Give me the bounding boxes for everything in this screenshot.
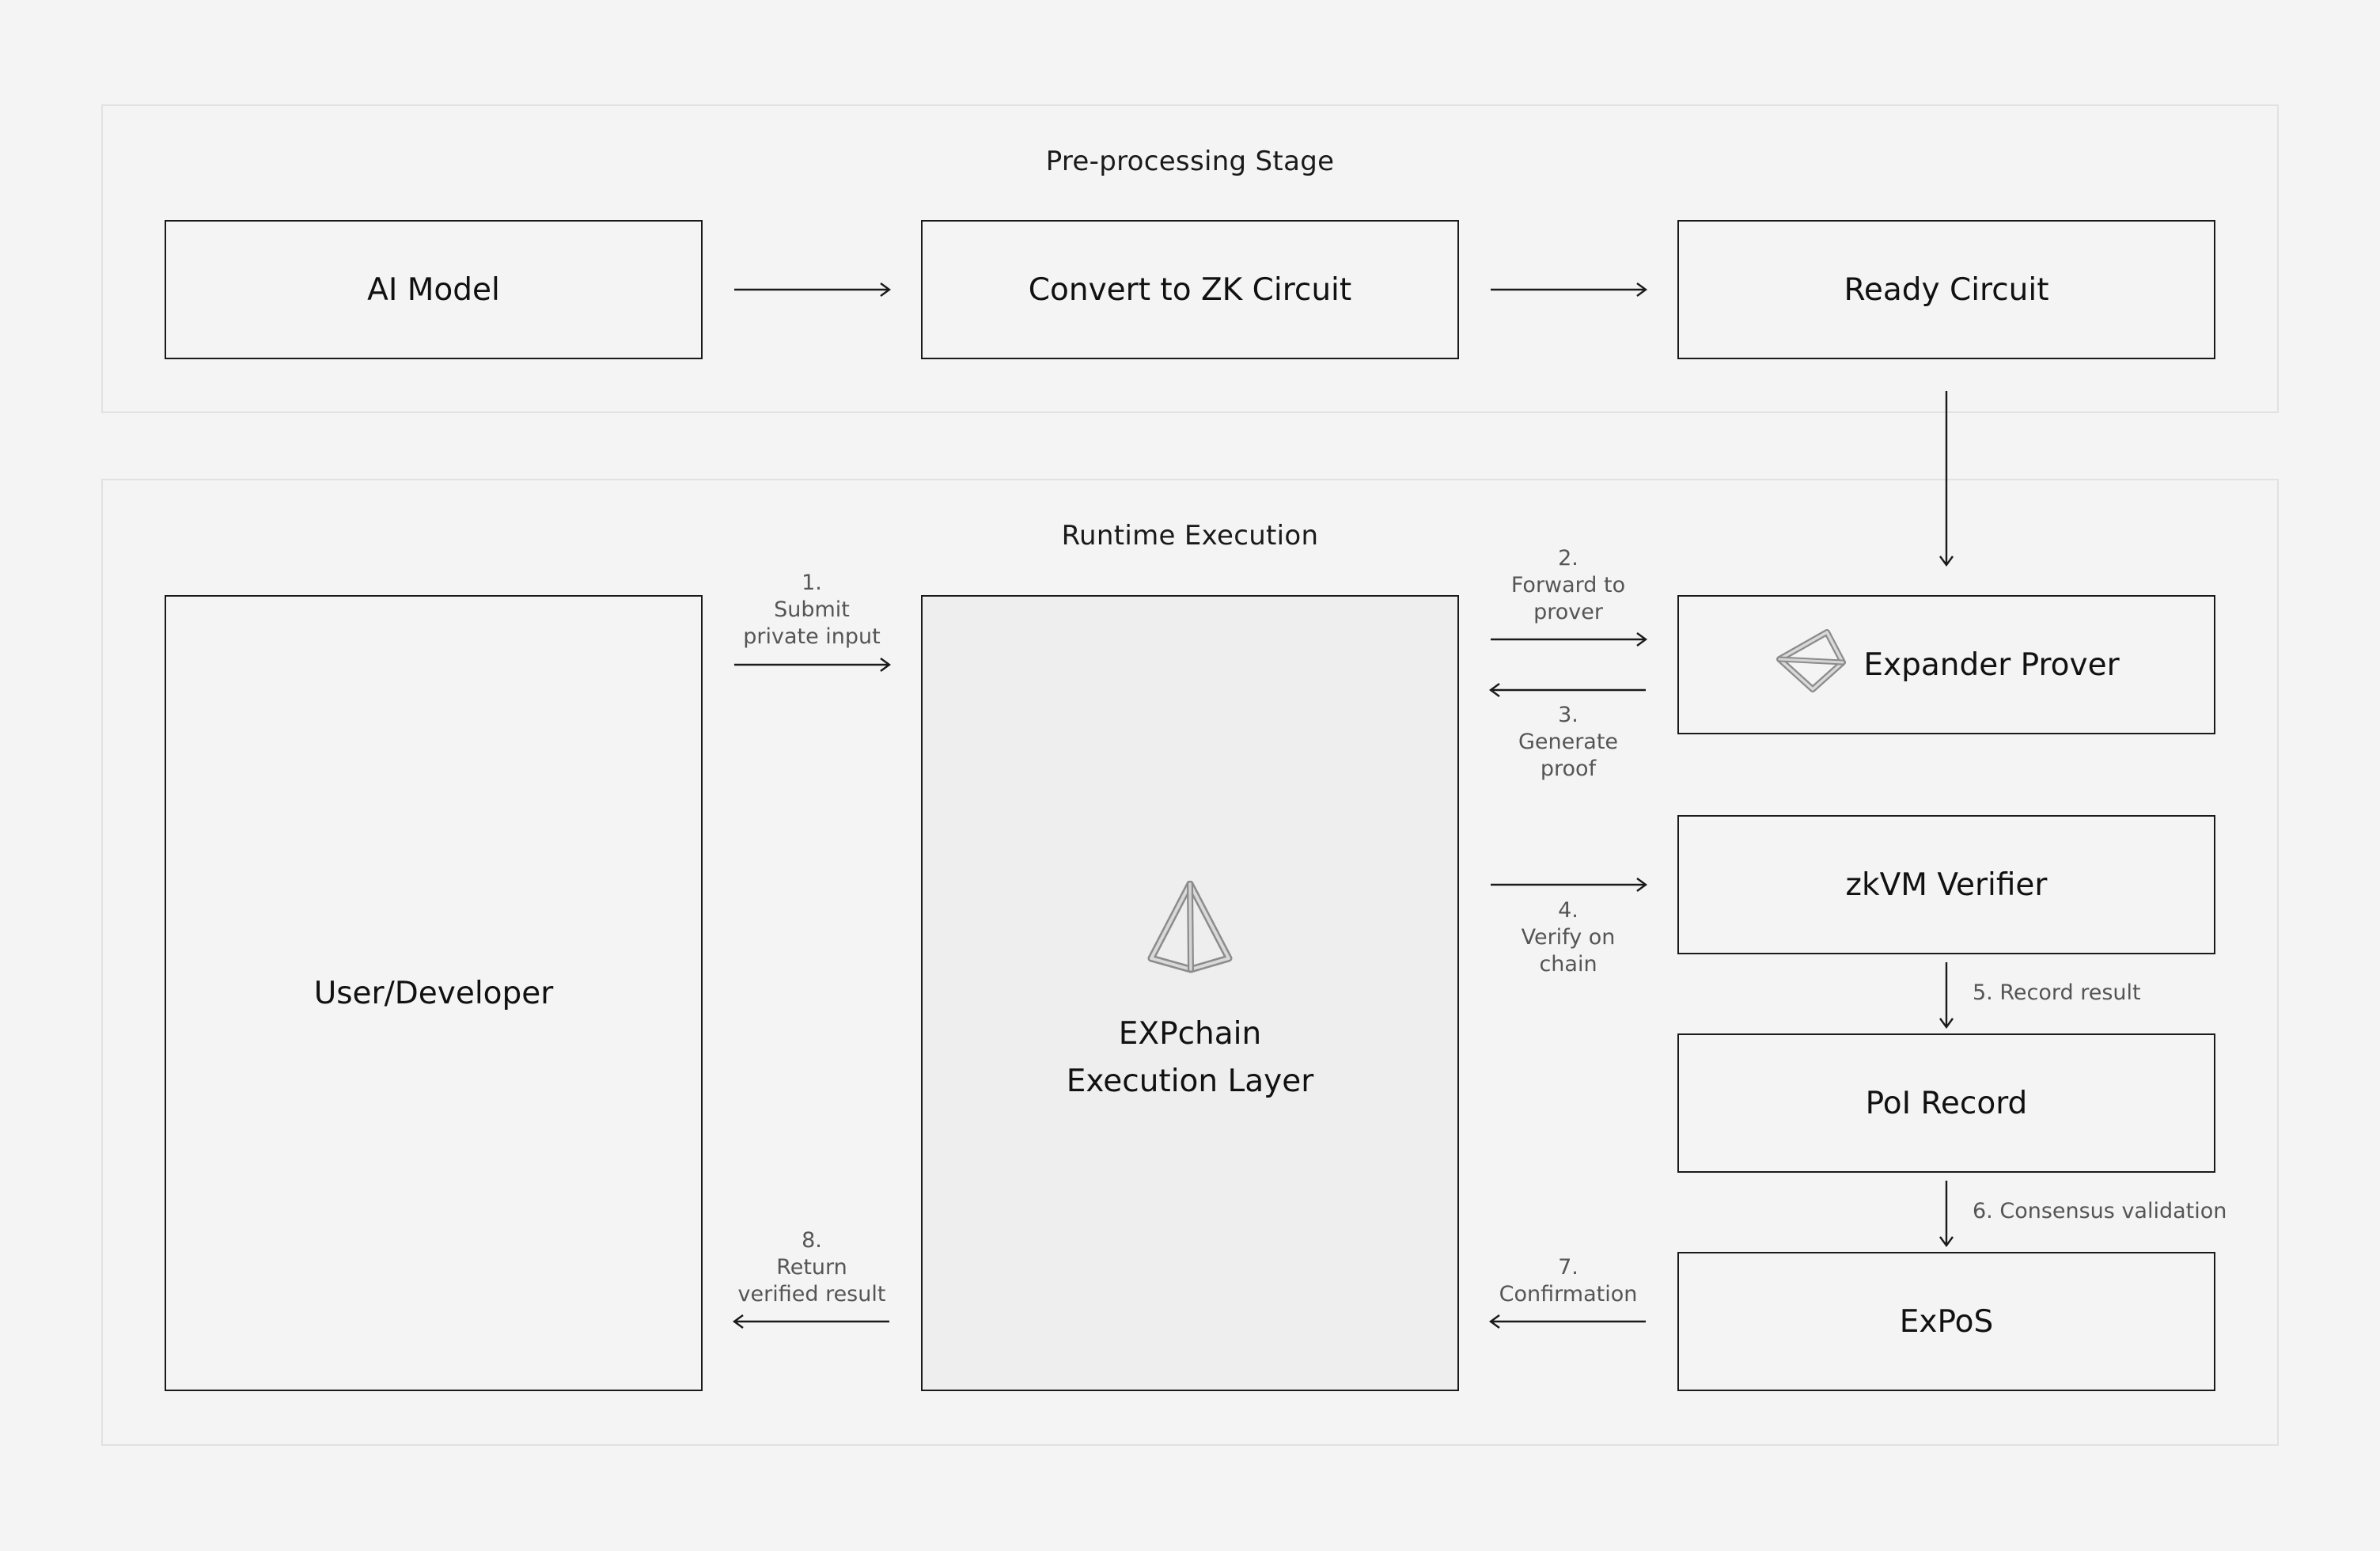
arrow-step-4 bbox=[1491, 878, 1648, 892]
runtime-stage-title: Runtime Execution bbox=[1061, 520, 1319, 552]
step-2-label: 2. Forward to prover bbox=[1510, 546, 1626, 624]
arrow-convert-to-ready bbox=[1491, 283, 1648, 297]
arrow-ai-to-convert bbox=[734, 283, 892, 297]
expos-label: ExPoS bbox=[1899, 1303, 1994, 1340]
arrow-step-8 bbox=[732, 1314, 889, 1329]
step-7-label: 7. Confirmation bbox=[1499, 1255, 1638, 1306]
step-4-label: 4. Verify on chain bbox=[1521, 898, 1616, 976]
user-developer-label: User/Developer bbox=[313, 975, 554, 1011]
pyramid-wireframe-icon bbox=[1773, 628, 1849, 702]
pyramid-wireframe-icon bbox=[1146, 880, 1234, 982]
convert-zk-circuit-label: Convert to ZK Circuit bbox=[1028, 271, 1352, 308]
zkvm-verifier-node: zkVM Verifier bbox=[1677, 815, 2215, 954]
expos-node: ExPoS bbox=[1677, 1252, 2215, 1391]
arrow-step-3 bbox=[1488, 683, 1646, 697]
expchain-label-line1: EXPchain bbox=[1118, 1016, 1262, 1052]
step-5-label: 5. Record result bbox=[1973, 980, 2141, 1005]
expander-prover-node: Expander Prover bbox=[1677, 595, 2215, 734]
ai-model-label: AI Model bbox=[367, 271, 500, 308]
arrow-step-1 bbox=[734, 658, 892, 672]
expchain-label-line2: Execution Layer bbox=[1066, 1064, 1314, 1099]
convert-zk-circuit-node: Convert to ZK Circuit bbox=[921, 220, 1459, 359]
expchain-execution-layer-node: EXPchain Execution Layer bbox=[921, 595, 1459, 1391]
expander-prover-label: Expander Prover bbox=[1863, 647, 2120, 683]
step-8-label: 8. Return verified result bbox=[737, 1228, 886, 1306]
zkvm-verifier-label: zkVM Verifier bbox=[1845, 867, 2048, 903]
poi-record-node: PoI Record bbox=[1677, 1033, 2215, 1173]
step-1-label: 1. Submit private input bbox=[743, 571, 881, 649]
arrow-ready-to-prover bbox=[1939, 391, 1954, 567]
preprocessing-stage-title: Pre-processing Stage bbox=[1045, 146, 1335, 177]
ready-circuit-node: Ready Circuit bbox=[1677, 220, 2215, 359]
user-developer-node: User/Developer bbox=[165, 595, 703, 1391]
ai-model-node: AI Model bbox=[165, 220, 703, 359]
arrow-step-7 bbox=[1488, 1314, 1646, 1329]
poi-record-label: PoI Record bbox=[1865, 1085, 2028, 1121]
step-6-label: 6. Consensus validation bbox=[1973, 1199, 2227, 1223]
arrow-step-2 bbox=[1491, 632, 1648, 647]
arrow-step-5 bbox=[1939, 962, 1954, 1030]
ready-circuit-label: Ready Circuit bbox=[1844, 271, 2049, 308]
step-3-label: 3. Generate proof bbox=[1518, 703, 1619, 781]
expchain-label: EXPchain Execution Layer bbox=[1067, 1011, 1314, 1105]
arrow-step-6 bbox=[1939, 1181, 1954, 1248]
